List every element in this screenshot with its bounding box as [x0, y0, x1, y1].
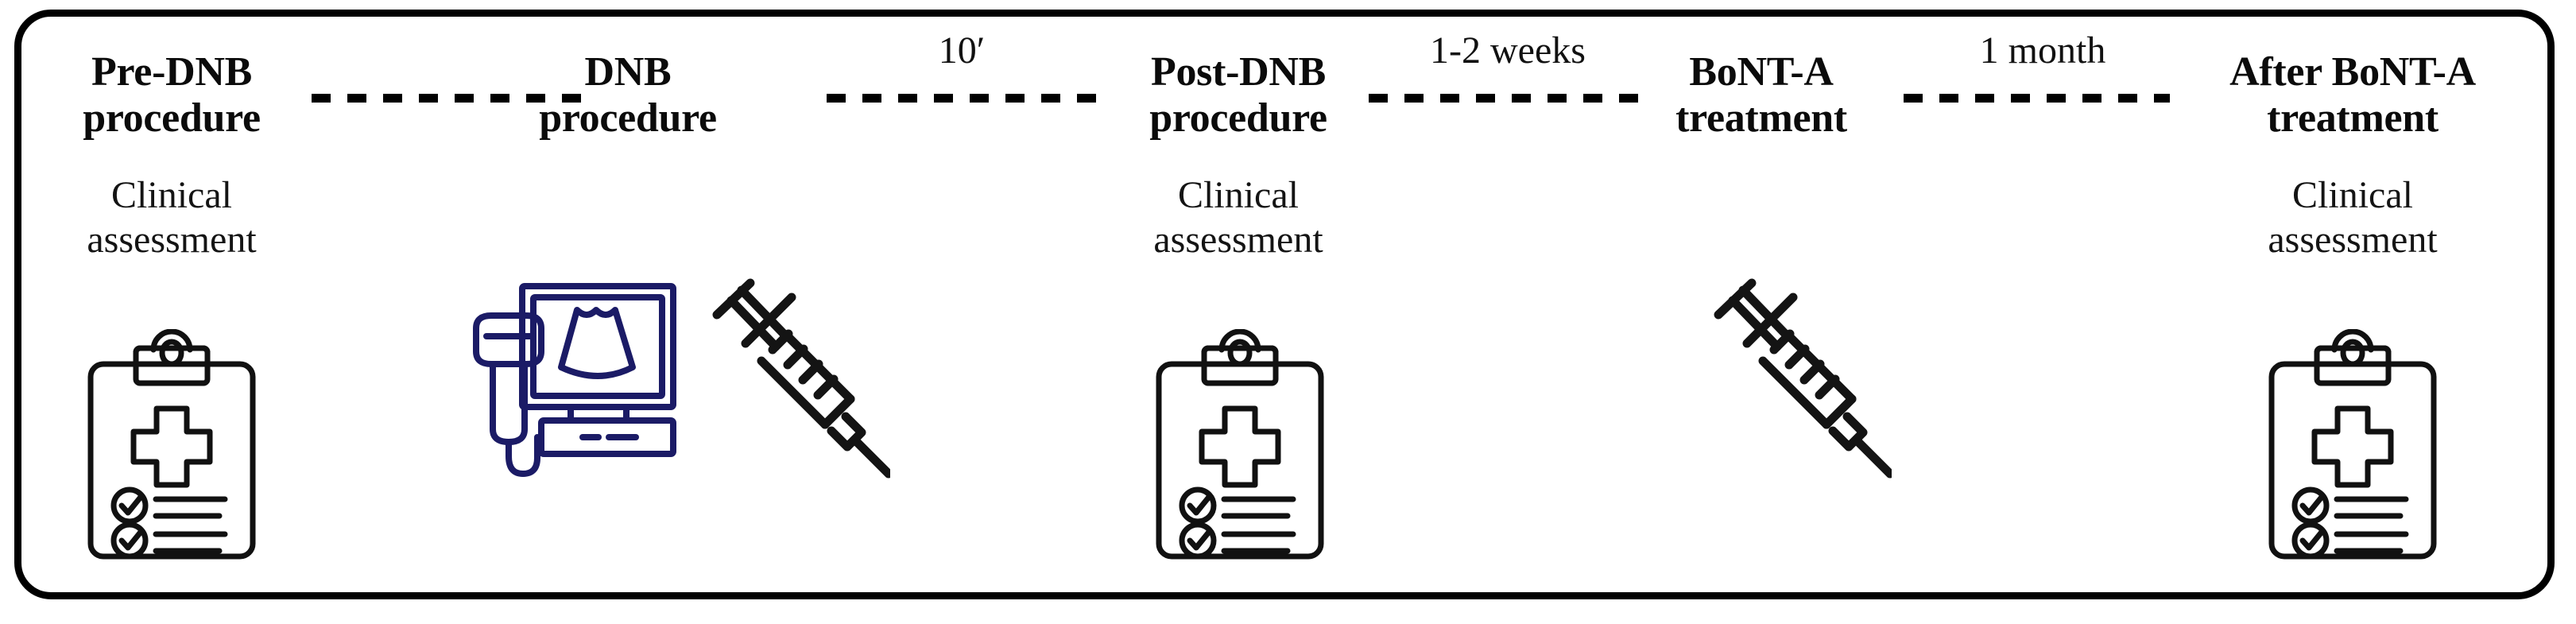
stage-dnb: DNB procedure [493, 49, 763, 141]
syringe-icon-dnb [699, 273, 890, 482]
connector-bont-to-afterbont [1904, 94, 2170, 103]
stage-pre-dnb-subtitle: Clinical assessment [87, 174, 257, 261]
syringe-icon-bont-a [1701, 273, 1892, 482]
stage-bont-a-title: BoNT-A treatment [1675, 49, 1847, 141]
stage-after-bont-a: After BoNT-A treatment Clinical assessme… [2178, 49, 2528, 262]
clipboard-checklist-icon-post-dnb [1154, 329, 1326, 561]
connector-label-1-month: 1 month [1979, 29, 2106, 72]
connector-label-10-min: 10′ [938, 29, 986, 72]
stage-pre-dnb-title: Pre-DNB procedure [83, 49, 261, 141]
stage-post-dnb: Post-DNB procedure Clinical assessment [1095, 49, 1381, 262]
stage-post-dnb-subtitle: Clinical assessment [1153, 174, 1323, 261]
connector-post-to-bont [1369, 94, 1643, 103]
connector-pre-to-dnb [312, 94, 582, 103]
stage-after-bont-a-title: After BoNT-A treatment [2229, 49, 2476, 141]
connector-dnb-to-post [827, 94, 1101, 103]
clipboard-checklist-icon-after-bont-a [2267, 329, 2438, 561]
clipboard-checklist-icon-pre-dnb [86, 329, 258, 561]
stage-dnb-title: DNB procedure [539, 49, 717, 141]
connector-label-1-2-weeks: 1-2 weeks [1430, 29, 1586, 72]
stage-post-dnb-title: Post-DNB procedure [1149, 49, 1327, 141]
stage-bont-a: BoNT-A treatment [1626, 49, 1896, 141]
stage-pre-dnb: Pre-DNB procedure Clinical assessment [37, 49, 307, 262]
stage-after-bont-a-subtitle: Clinical assessment [2268, 174, 2438, 261]
ultrasound-machine-icon-dnb [459, 273, 684, 482]
